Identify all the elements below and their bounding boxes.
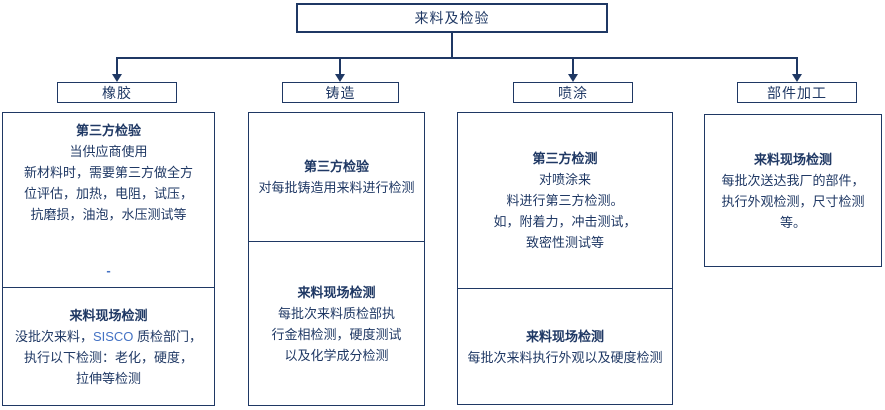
header-label: 部件加工 <box>767 84 827 101</box>
header-label: 橡胶 <box>102 84 132 101</box>
connector-crossbar <box>116 57 798 59</box>
section-line: 没批次来料，SISCO 质检部门， <box>15 326 202 347</box>
dash-note: - <box>106 263 111 278</box>
header-label: 铸造 <box>325 84 356 101</box>
arrow-down-icon <box>792 74 802 82</box>
column-spraying: 第三方检测 对喷涂来 料进行第三方检测。 如，附着力，冲击测试， 致密性测试等 … <box>457 112 673 405</box>
section-casting-onsite: 来料现场检测 每批次来料质检部执 行金相检测，硬度测试 以及化学成分检测 <box>249 241 424 405</box>
root-box: 来料及检验 <box>296 3 608 33</box>
column-parts: 来料现场检测 每批次送达我厂的部件， 执行外观检测，尺寸检测等。 <box>704 114 882 267</box>
section-body: 当供应商使用 新材料时，需要第三方做全方 位评估，加热，电阻，试压， 抗磨损，油… <box>23 144 193 222</box>
header-box-casting: 铸造 <box>282 82 399 103</box>
section-spraying-onsite: 来料现场检测 每批次来料执行外观以及硬度检测 <box>458 288 672 404</box>
section-title: 第三方检验 <box>303 159 369 174</box>
arrow-down-icon <box>335 74 345 82</box>
arrow-rubber-line <box>116 59 118 75</box>
arrow-spraying-line <box>572 59 574 75</box>
column-casting: 第三方检验 对每批铸造用来料进行检测 来料现场检测 每批次来料质检部执 行金相检… <box>248 112 425 406</box>
section-body: 每批次送达我厂的部件， 执行外观检测，尺寸检测等。 <box>721 172 865 230</box>
section-title: 来料现场检测 <box>297 284 376 300</box>
section-spraying-thirdparty: 第三方检测 对喷涂来 料进行第三方检测。 如，附着力，冲击测试， 致密性测试等 <box>458 113 672 288</box>
section-title: 来料现场检测 <box>69 307 148 323</box>
line-text: 质检部门， <box>133 328 203 344</box>
header-box-parts: 部件加工 <box>737 82 857 103</box>
root-title: 来料及检验 <box>414 10 490 26</box>
section-body: 每批次来料执行外观以及硬度检测 <box>467 349 663 365</box>
header-box-rubber: 橡胶 <box>57 82 177 103</box>
connector-stem <box>451 33 453 58</box>
arrow-casting-line <box>339 59 341 75</box>
arrow-parts-line <box>796 59 798 75</box>
section-title: 第三方检测 <box>532 151 598 166</box>
section-title: 来料现场检测 <box>525 328 604 344</box>
column-rubber: 第三方检验 当供应商使用 新材料时，需要第三方做全方 位评估，加热，电阻，试压，… <box>2 112 215 406</box>
section-body: 每批次来料质检部执 行金相检测，硬度测试 以及化学成分检测 <box>271 305 402 363</box>
line-text: 没批次来料， <box>14 328 93 344</box>
section-parts-onsite: 来料现场检测 每批次送达我厂的部件， 执行外观检测，尺寸检测等。 <box>705 115 881 266</box>
sisco-brand-text: SISCO <box>92 328 134 344</box>
section-rubber-thirdparty: 第三方检验 当供应商使用 新材料时，需要第三方做全方 位评估，加热，电阻，试压，… <box>3 113 214 287</box>
arrow-down-icon <box>568 74 578 82</box>
section-title: 来料现场检测 <box>753 151 832 167</box>
arrow-down-icon <box>112 74 122 82</box>
section-body: 对喷涂来 料进行第三方检测。 如，附着力，冲击测试， 致密性测试等 <box>493 172 637 250</box>
header-box-spraying: 喷涂 <box>513 82 633 103</box>
section-body: 执行以下检测：老化，硬度， 拉伸等检测 <box>23 349 193 386</box>
section-title: 第三方检验 <box>75 123 141 138</box>
section-body: 对每批铸造用来料进行检测 <box>258 180 415 195</box>
header-label: 喷涂 <box>558 84 588 101</box>
section-rubber-onsite: 来料现场检测 没批次来料，SISCO 质检部门， 执行以下检测：老化，硬度， 拉… <box>3 287 214 405</box>
section-casting-thirdparty: 第三方检验 对每批铸造用来料进行检测 <box>249 113 424 241</box>
